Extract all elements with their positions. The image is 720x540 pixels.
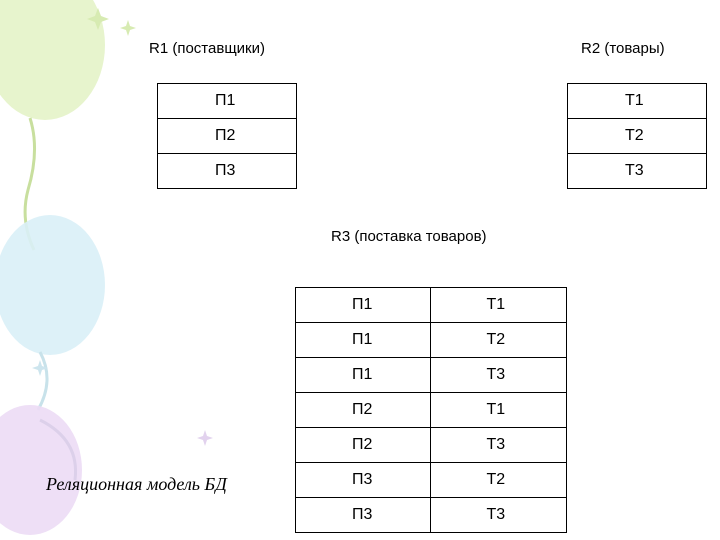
table-cell: П1 <box>295 322 431 358</box>
r2-table: Т1 Т2 Т3 <box>567 83 707 189</box>
table-cell: Т2 <box>429 462 568 498</box>
table-row: Т1 <box>567 83 707 119</box>
table-cell: Т3 <box>567 153 707 189</box>
table-cell: П3 <box>295 497 431 533</box>
table-cell: Т2 <box>429 322 568 358</box>
table-cell: П1 <box>295 357 431 393</box>
table-row: П3 <box>157 153 297 189</box>
r1-title: R1 (поставщики) <box>149 40 265 57</box>
table-cell: Т1 <box>429 392 568 428</box>
table-row: Т2 <box>567 118 707 154</box>
balloon-blue-icon <box>0 215 105 411</box>
table-row: Т3 <box>567 153 707 189</box>
table-cell: Т3 <box>429 427 568 463</box>
table-cell: Т1 <box>429 287 568 323</box>
table-row: П1 <box>157 83 297 119</box>
table-cell: П1 <box>157 83 297 119</box>
r3-title: R3 (поставка товаров) <box>331 228 487 245</box>
table-cell: П3 <box>295 462 431 498</box>
table-cell: П2 <box>157 118 297 154</box>
table-row: П2 <box>157 118 297 154</box>
sparkle-icon <box>32 8 213 446</box>
table-cell: Т3 <box>429 497 568 533</box>
table-cell: П2 <box>295 392 431 428</box>
table-cell: Т2 <box>567 118 707 154</box>
r1-table: П1 П2 П3 <box>157 83 297 189</box>
table-cell: П3 <box>157 153 297 189</box>
table-cell: П2 <box>295 427 431 463</box>
balloon-purple-icon <box>0 405 82 535</box>
table-cell: Т1 <box>567 83 707 119</box>
table-cell: Т3 <box>429 357 568 393</box>
table-cell: П1 <box>295 287 431 323</box>
balloon-green-icon <box>0 0 105 251</box>
r2-title: R2 (товары) <box>581 40 665 57</box>
slide-footer-title: Реляционная модель БД <box>46 474 227 494</box>
